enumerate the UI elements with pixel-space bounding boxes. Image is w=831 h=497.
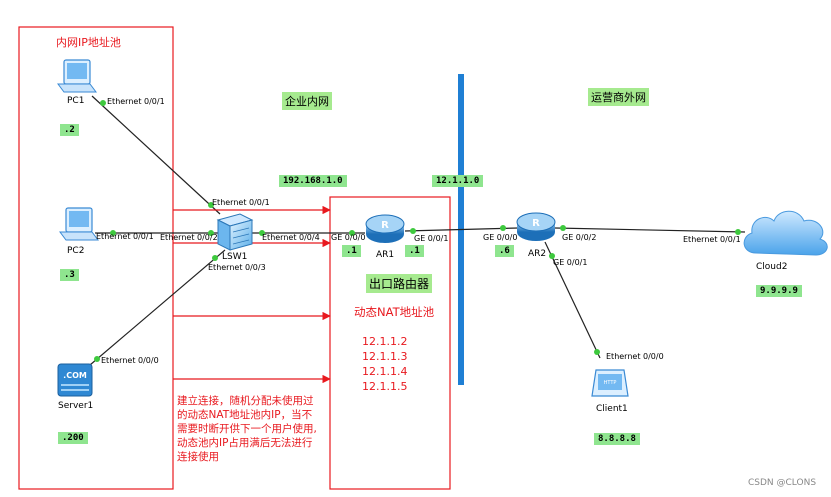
- egress-router-label: 出口路由器: [366, 274, 433, 293]
- lsw1-name: LSW1: [222, 252, 248, 262]
- links: [89, 95, 746, 366]
- ar1-right-ip: .1: [405, 245, 424, 257]
- note-line: 的动态NAT地址池内IP，当不: [177, 409, 313, 421]
- inner-ip-pool-box: [18, 26, 174, 490]
- note-line: 建立连接，随机分配未使用过: [177, 395, 314, 407]
- ar2-name: AR2: [528, 249, 547, 259]
- wan-network-address: 12.1.1.0: [432, 175, 484, 187]
- server1-icon[interactable]: .COM: [57, 363, 93, 397]
- pc2-icon[interactable]: [59, 207, 99, 241]
- nat-pool-ip: 12.1.1.3: [362, 350, 408, 363]
- cloud2-icon[interactable]: [743, 210, 828, 256]
- port-client1: Ethernet 0/0/0: [606, 352, 664, 361]
- port-pc1: Ethernet 0/0/1: [107, 97, 165, 106]
- pc1-ip: .2: [60, 124, 79, 136]
- client1-ip: 8.8.8.8: [594, 433, 640, 445]
- lan-network-address: 192.168.1.0: [279, 175, 347, 187]
- ar1-name: AR1: [376, 250, 395, 260]
- ar1-icon[interactable]: R: [365, 214, 405, 243]
- inner-pool-label: 内网IP地址池: [56, 36, 121, 49]
- nat-pool-ip: 12.1.1.2: [362, 335, 408, 348]
- link-ar2-cloud2: [554, 227, 746, 233]
- note-line: 连接使用: [177, 451, 219, 463]
- server1-name: Server1: [58, 401, 94, 411]
- link-dots: [94, 100, 741, 362]
- client1-name: Client1: [596, 404, 628, 414]
- lsw1-icon[interactable]: [216, 213, 254, 251]
- egress-router-box: [329, 196, 451, 490]
- pc2-ip: .3: [60, 269, 79, 281]
- ar2-ip: .6: [495, 245, 514, 257]
- client-glyph: HTTP: [604, 380, 617, 386]
- ar1-glyph: R: [381, 220, 389, 231]
- ar1-left-ip: .1: [342, 245, 361, 257]
- pc1-icon[interactable]: [57, 59, 97, 93]
- cloud2-name: Cloud2: [756, 262, 788, 272]
- port-ar2-bottom: GE 0/0/1: [553, 258, 588, 267]
- port-lsw1-top: Ethernet 0/0/1: [212, 198, 270, 207]
- note-line: 需要时断开供下一个用户使用,: [177, 423, 317, 435]
- nat-pool-title: 动态NAT地址池: [354, 305, 435, 319]
- port-ar1-right: GE 0/0/1: [414, 234, 449, 243]
- client1-icon[interactable]: HTTP: [591, 369, 629, 397]
- ar2-glyph: R: [532, 218, 540, 229]
- link-pc1-lsw1: [91, 95, 221, 215]
- isp-network-label: 运营商外网: [588, 88, 649, 106]
- port-server1: Ethernet 0/0/0: [101, 356, 159, 365]
- watermark: CSDN @CLONS: [748, 478, 817, 488]
- port-pc2: Ethernet 0/0/1: [96, 232, 154, 241]
- server-glyph: .COM: [63, 371, 87, 380]
- ar2-icon[interactable]: R: [516, 212, 556, 241]
- pc1-name: PC1: [67, 96, 85, 106]
- port-ar2-left: GE 0/0/0: [483, 233, 518, 242]
- pc2-name: PC2: [67, 246, 85, 256]
- nat-explanation-note: 建立连接，随机分配未使用过 的动态NAT地址池内IP，当不 需要时断开供下一个用…: [177, 394, 317, 464]
- nat-pool-ip: 12.1.1.4: [362, 365, 408, 378]
- note-line: 动态池内IP占用满后无法进行: [177, 437, 313, 449]
- port-ar1-left: GE 0/0/0: [331, 233, 366, 242]
- enterprise-network-label: 企业内网: [282, 92, 332, 110]
- nat-pool-ip: 12.1.1.5: [362, 380, 408, 393]
- server1-ip: .200: [58, 432, 88, 444]
- port-ar2-right: GE 0/0/2: [562, 233, 597, 242]
- link-server1-lsw1: [89, 249, 226, 366]
- port-lsw1-left: Ethernet 0/0/2: [160, 233, 218, 242]
- cloud2-ip: 9.9.9.9: [756, 285, 802, 297]
- port-cloud2: Ethernet 0/0/1: [683, 235, 741, 244]
- link-ar2-client1: [544, 241, 601, 359]
- port-lsw1-right: Ethernet 0/0/4: [262, 233, 320, 242]
- link-ar1-ar2: [404, 227, 519, 232]
- port-lsw1-bottom: Ethernet 0/0/3: [208, 263, 266, 272]
